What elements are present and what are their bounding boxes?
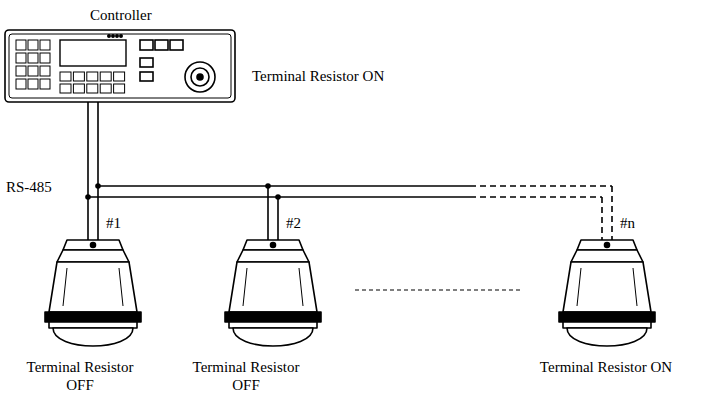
key-button <box>60 84 71 93</box>
callout-number: #1 <box>106 214 121 232</box>
key-button <box>114 72 125 81</box>
key-button <box>100 72 111 81</box>
dome-camera <box>559 240 655 346</box>
key-button <box>40 66 50 76</box>
key-button <box>60 72 71 81</box>
key-button <box>87 84 98 93</box>
key-button <box>87 72 98 81</box>
key-grid <box>16 40 125 93</box>
resistor-setting: Terminal Resistor OFF <box>178 358 314 394</box>
callout-number: #2 <box>286 214 301 232</box>
resistor-setting: Terminal Resistor ON <box>252 67 384 85</box>
key-button <box>40 79 50 89</box>
dome-camera <box>225 240 321 346</box>
key-button <box>28 53 38 63</box>
resistor-setting: Terminal Resistor OFF <box>12 358 148 394</box>
key-button <box>40 53 50 63</box>
key-button <box>16 79 26 89</box>
key-button <box>73 72 84 81</box>
key-button <box>40 40 50 50</box>
rs485-bus <box>88 102 612 290</box>
device-label: Controller <box>90 6 152 24</box>
controller-keyboard <box>5 30 235 102</box>
key-button <box>28 66 38 76</box>
key-button <box>100 84 111 93</box>
key-button <box>16 53 26 63</box>
resistor-setting: Terminal Resistor ON <box>538 358 674 376</box>
junction-dot <box>85 183 281 200</box>
key-button <box>28 79 38 89</box>
callout-number: #n <box>620 214 635 232</box>
key-button <box>28 40 38 50</box>
key-button <box>73 84 84 93</box>
dome-camera <box>45 240 141 346</box>
key-button <box>114 84 125 93</box>
bus-label: RS-485 <box>6 178 52 196</box>
key-button <box>16 66 26 76</box>
key-button <box>16 40 26 50</box>
